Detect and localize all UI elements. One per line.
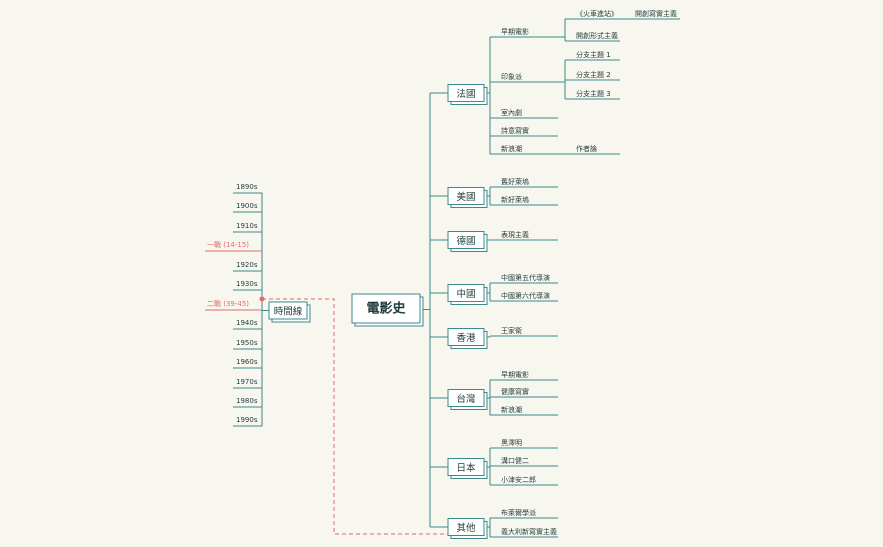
timeline-item-12[interactable]: 1990s xyxy=(236,416,258,424)
branch-node-3[interactable]: 中國 xyxy=(447,284,488,305)
branch-node-2-frame xyxy=(447,231,485,249)
branch-node-5-label: 台灣 xyxy=(456,393,476,405)
child-node-7-0[interactable]: 布萊爾學派 xyxy=(501,508,536,517)
branch-node-6[interactable]: 日本 xyxy=(447,458,488,479)
grandchild-node[interactable]: 《火車進站》 xyxy=(576,9,618,18)
branch-node-7[interactable]: 其他 xyxy=(447,518,488,539)
root-node-frame xyxy=(351,293,421,324)
grandchild-node[interactable]: 分支主題 3 xyxy=(576,89,611,98)
timeline-item-9[interactable]: 1960s xyxy=(236,358,258,366)
branch-node-5[interactable]: 台灣 xyxy=(447,389,488,410)
grandchild-node[interactable]: 分支主題 1 xyxy=(576,50,611,59)
branch-node-5-frame xyxy=(447,389,485,407)
timeline-item-11[interactable]: 1980s xyxy=(236,397,258,405)
timeline-item-0[interactable]: 1890s xyxy=(236,183,258,191)
timeline-node-label: 時間線 xyxy=(274,306,303,318)
root-node[interactable]: 電影史 xyxy=(351,293,424,327)
branch-node-6-label: 日本 xyxy=(456,462,476,474)
branch-node-7-frame xyxy=(447,518,485,536)
child-node-2-0[interactable]: 表現主義 xyxy=(501,230,529,239)
timeline-item-6[interactable]: 二戰 (39-45) xyxy=(207,299,249,308)
child-node-5-0[interactable]: 早期電影 xyxy=(501,370,529,379)
relation-arrow xyxy=(262,298,488,535)
branch-node-2-label: 德國 xyxy=(456,235,475,247)
timeline-item-1[interactable]: 1900s xyxy=(236,202,258,210)
great-grandchild-node[interactable]: 開創寫實主義 xyxy=(635,9,677,18)
child-node-5-1[interactable]: 健康寫實 xyxy=(501,387,529,396)
branch-node-0[interactable]: 法國 xyxy=(447,84,488,105)
timeline-item-10[interactable]: 1970s xyxy=(236,378,258,386)
child-node-1-1[interactable]: 新好萊塢 xyxy=(501,195,529,204)
child-node-0-3[interactable]: 詩意寫實 xyxy=(501,126,529,135)
child-node-0-1[interactable]: 印象派 xyxy=(501,72,522,81)
timeline-item-3[interactable]: 一戰 (14-15) xyxy=(207,240,249,249)
child-node-5-2[interactable]: 新浪潮 xyxy=(501,405,522,414)
grandchild-node[interactable]: 分支主題 2 xyxy=(576,70,611,79)
branch-node-6-frame xyxy=(447,458,485,476)
child-node-4-0[interactable]: 王家衛 xyxy=(501,326,522,335)
grandchild-node[interactable]: 作者論 xyxy=(576,144,597,153)
timeline-item-8[interactable]: 1950s xyxy=(236,339,258,347)
timeline-node[interactable]: 時間線 xyxy=(268,301,311,323)
child-node-1-0[interactable]: 舊好萊塢 xyxy=(501,177,529,186)
branch-node-1-frame xyxy=(447,187,485,205)
grandchild-node[interactable]: 開創形式主義 xyxy=(576,31,618,40)
branch-node-1-label: 美國 xyxy=(456,191,475,203)
branch-node-0-label: 法國 xyxy=(456,88,475,100)
branch-node-1[interactable]: 美國 xyxy=(447,187,488,208)
child-node-0-4[interactable]: 新浪潮 xyxy=(501,144,522,153)
child-node-3-0[interactable]: 中國第五代導演 xyxy=(501,273,550,282)
branch-node-7-label: 其他 xyxy=(456,522,476,534)
branch-node-0-frame xyxy=(447,84,485,102)
timeline-node-frame xyxy=(268,301,308,320)
branch-node-4[interactable]: 香港 xyxy=(447,328,488,349)
child-node-6-0[interactable]: 黑澤明 xyxy=(501,438,522,447)
child-node-0-0[interactable]: 早期電影 xyxy=(501,27,529,36)
branch-node-3-frame xyxy=(447,284,485,302)
child-node-0-2[interactable]: 室內劇 xyxy=(501,108,522,117)
timeline-item-7[interactable]: 1940s xyxy=(236,319,258,327)
branch-node-2[interactable]: 德國 xyxy=(447,231,488,252)
timeline-item-5[interactable]: 1930s xyxy=(236,280,258,288)
child-node-6-1[interactable]: 溝口健二 xyxy=(501,456,529,465)
child-node-3-1[interactable]: 中國第六代導演 xyxy=(501,291,550,300)
child-node-7-1[interactable]: 義大利新寫實主義 xyxy=(501,527,557,536)
branch-node-3-label: 中國 xyxy=(456,288,475,300)
branch-node-4-label: 香港 xyxy=(456,332,476,344)
branch-node-4-frame xyxy=(447,328,485,346)
root-node-label: 電影史 xyxy=(366,301,406,317)
timeline-item-4[interactable]: 1920s xyxy=(236,261,258,269)
child-node-6-2[interactable]: 小津安二郎 xyxy=(501,475,536,484)
timeline-item-2[interactable]: 1910s xyxy=(236,222,258,230)
